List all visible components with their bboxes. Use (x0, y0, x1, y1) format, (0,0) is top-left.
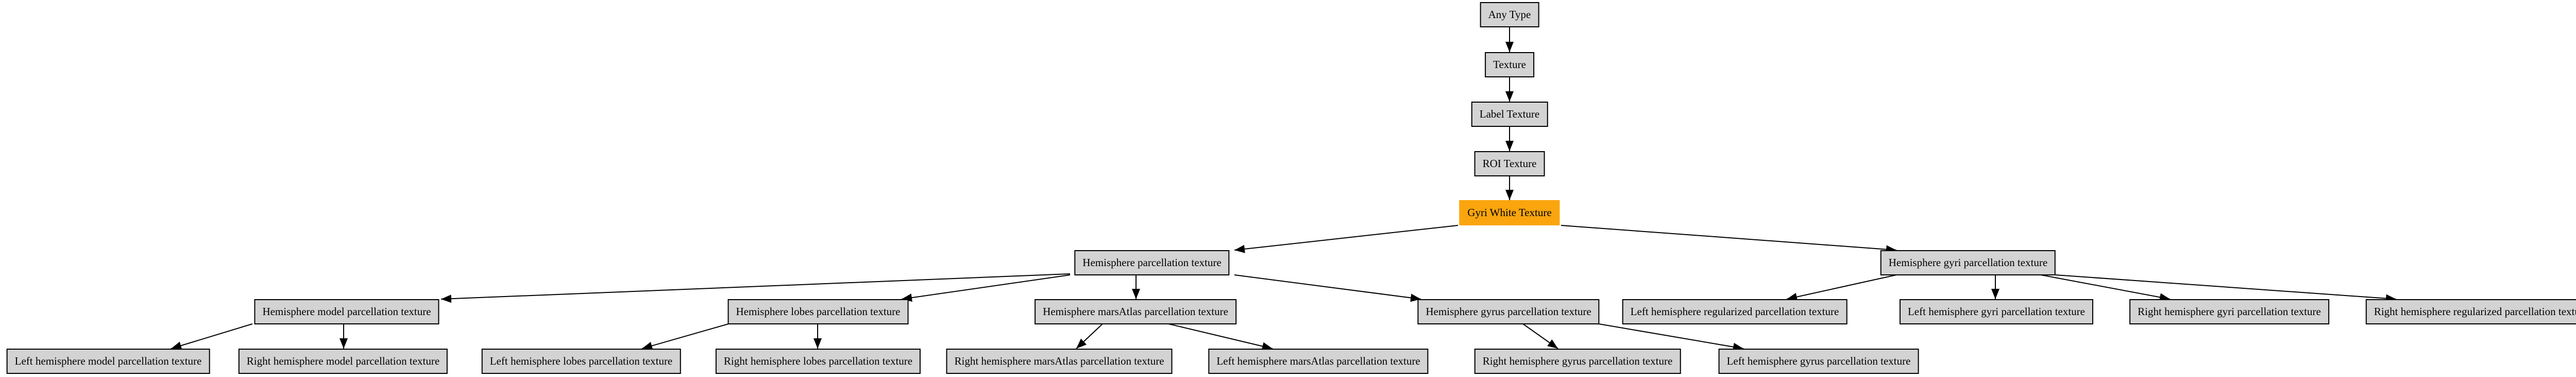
node-hemisphere-gyri-parcellation-texture[interactable]: Hemisphere gyri parcellation texture (1880, 250, 2056, 275)
edge-hemisphere-gyri-parcellation-texture--left-hemisphere-regularized-parcellation-texture (1786, 274, 1897, 301)
edge-hemisphere-model-parcellation-texture--left-hemisphere-model-parcellation-texture (171, 323, 253, 350)
node-left-hemisphere-gyrus-parcellation-texture[interactable]: Left hemisphere gyrus parcellation textu… (1718, 349, 1919, 374)
node-right-hemisphere-regularized-parcellation-texture[interactable]: Right hemisphere regularized parcellatio… (2365, 299, 2576, 324)
edge-hemisphere-gyri-parcellation-texture--right-hemisphere-gyri-parcellation-texture (2040, 274, 2171, 302)
node-texture[interactable]: Texture (1485, 52, 1534, 77)
node-right-hemisphere-marsatlas-parcellation-texture[interactable]: Right hemisphere marsAtlas parcellation … (946, 349, 1173, 374)
node-right-hemisphere-gyri-parcellation-texture[interactable]: Right hemisphere gyri parcellation textu… (2129, 299, 2329, 324)
node-left-hemisphere-regularized-parcellation-texture[interactable]: Left hemisphere regularized parcellation… (1622, 299, 1848, 324)
node-hemisphere-marsatlas-parcellation-texture[interactable]: Hemisphere marsAtlas parcellation textur… (1035, 299, 1236, 324)
node-left-hemisphere-gyri-parcellation-texture[interactable]: Left hemisphere gyri parcellation textur… (1899, 299, 2094, 324)
edge-hemisphere-gyrus-parcellation-texture--left-hemisphere-gyrus-parcellation-texture (1598, 323, 1744, 351)
edge-hemisphere-parcellation-texture--hemisphere-model-parcellation-texture (440, 273, 1071, 303)
node-roi-texture[interactable]: ROI Texture (1474, 151, 1545, 176)
edge-hemisphere-lobes-parcellation-texture--left-hemisphere-lobes-parcellation-texture (641, 323, 729, 350)
edge-hemisphere-gyri-parcellation-texture--right-hemisphere-regularized-parcellation-texture (2040, 273, 2397, 303)
node-label-texture[interactable]: Label Texture (1471, 102, 1548, 127)
node-hemisphere-lobes-parcellation-texture[interactable]: Hemisphere lobes parcellation texture (727, 299, 909, 324)
node-gyri-white-texture[interactable]: Gyri White Texture (1459, 200, 1560, 225)
edge-gyri-white-texture--hemisphere-gyri-parcellation-texture (1561, 225, 1897, 254)
edge-hemisphere-marsatlas-parcellation-texture--left-hemisphere-marsatlas-parcellation-texture (1168, 323, 1273, 351)
edge-hemisphere-parcellation-texture--hemisphere-gyrus-parcellation-texture (1234, 274, 1421, 302)
node-hemisphere-gyrus-parcellation-texture[interactable]: Hemisphere gyrus parcellation texture (1417, 299, 1600, 324)
node-left-hemisphere-lobes-parcellation-texture[interactable]: Left hemisphere lobes parcellation textu… (481, 349, 681, 374)
node-hemisphere-model-parcellation-texture[interactable]: Hemisphere model parcellation texture (254, 299, 439, 324)
node-right-hemisphere-gyrus-parcellation-texture[interactable]: Right hemisphere gyrus parcellation text… (1474, 349, 1681, 374)
edge-hemisphere-gyrus-parcellation-texture--right-hemisphere-gyrus-parcellation-texture (1522, 323, 1558, 349)
edge-hemisphere-marsatlas-parcellation-texture--right-hemisphere-marsatlas-parcellation-texture (1076, 323, 1103, 349)
node-any-type[interactable]: Any Type (1480, 2, 1539, 27)
node-right-hemisphere-model-parcellation-texture[interactable]: Right hemisphere model parcellation text… (238, 349, 448, 374)
node-right-hemisphere-lobes-parcellation-texture[interactable]: Right hemisphere lobes parcellation text… (715, 349, 921, 374)
node-left-hemisphere-model-parcellation-texture[interactable]: Left hemisphere model parcellation textu… (6, 349, 210, 374)
edge-hemisphere-parcellation-texture--hemisphere-lobes-parcellation-texture (901, 274, 1071, 302)
node-left-hemisphere-marsatlas-parcellation-texture[interactable]: Left hemisphere marsAtlas parcellation t… (1208, 349, 1429, 374)
edge-gyri-white-texture--hemisphere-parcellation-texture (1234, 225, 1459, 253)
node-hemisphere-parcellation-texture[interactable]: Hemisphere parcellation texture (1074, 250, 1230, 275)
